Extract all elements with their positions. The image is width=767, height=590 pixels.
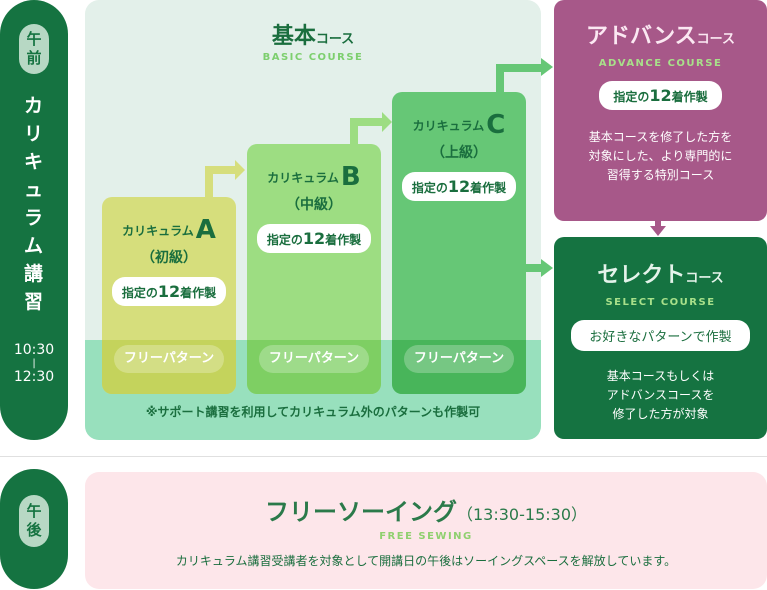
basic-course-subtitle: BASIC COURSE: [262, 52, 364, 63]
description-line: 習得する特別コース: [606, 168, 715, 182]
free-sewing-title-main: フリーソーイング: [265, 498, 457, 526]
support-lecture-note: ※サポート講習を利用してカリキュラム外のパターンも作製可: [145, 405, 481, 419]
basic-course-title-suffix: コース: [315, 32, 355, 47]
chip-num: 12: [447, 177, 471, 196]
chip-num: 12: [302, 229, 326, 248]
select-course-description: 基本コースもしくは アドバンスコースを 修了した方が対象: [554, 367, 767, 424]
chip-post: 着作製: [470, 181, 507, 195]
chip-pre: 指定の: [411, 181, 448, 195]
advance-course-title: アドバンスコース: [554, 0, 767, 50]
section-divider: [0, 456, 767, 457]
time-start: 10:30: [13, 342, 55, 358]
morning-time: 10:30 | 12:30: [0, 342, 68, 386]
favorite-pattern-chip: お好きなパターンで作製: [571, 320, 750, 351]
chip-pre: 指定の: [121, 286, 158, 300]
curriculum-c-card: カリキュラムC （上級） 指定の12着作製 フリーパターン: [392, 92, 526, 394]
select-course-card: セレクトコース SELECT COURSE お好きなパターンで作製 基本コースも…: [554, 237, 767, 439]
description-line: 修了した方が対象: [612, 407, 709, 421]
arrow-to-select-head-icon: [541, 259, 553, 277]
curriculum-letter: C: [486, 110, 506, 140]
select-course-subtitle: SELECT COURSE: [605, 297, 716, 308]
chip-post: 着作製: [671, 90, 708, 104]
morning-tag-text: 午前: [26, 30, 42, 67]
advance-course-description: 基本コースを修了した方を 対象にした、より専門的に 習得する特別コース: [554, 128, 767, 185]
title-char: 習: [23, 291, 44, 313]
chip-post: 着作製: [180, 286, 217, 300]
progression-arrows: [205, 64, 541, 198]
designated-12-chip: 指定の12着作製: [599, 81, 722, 110]
afternoon-tag: 午 後: [19, 495, 49, 547]
free-sewing-panel: フリーソーイング（13:30-15:30） FREE SEWING カリキュラム…: [85, 472, 767, 589]
advance-course-card: アドバンスコース ADVANCE COURSE 指定の12着作製 基本コースを修…: [554, 0, 767, 221]
curriculum-b-card: カリキュラムB （中級） 指定の12着作製 フリーパターン: [247, 144, 381, 394]
description-line: 対象にした、より専門的に: [588, 149, 733, 163]
title-char: リ: [23, 123, 44, 145]
title-char: キ: [23, 151, 44, 173]
title-char: カ: [23, 95, 44, 117]
free-sewing-subtitle: FREE SEWING: [379, 531, 473, 542]
morning-tag: 午前: [19, 24, 49, 74]
designated-12-chip: 指定の12着作製: [256, 224, 372, 253]
afternoon-tag-bottom: 後: [26, 521, 42, 539]
free-pattern-badge: フリーパターン: [404, 345, 514, 373]
description-line: アドバンスコースを: [606, 388, 715, 402]
description-line: 基本コースもしくは: [606, 369, 715, 383]
curriculum-letter: A: [195, 215, 216, 245]
basic-course-title: 基本コース: [85, 18, 541, 50]
title-char: ラ: [23, 207, 44, 229]
arrow-advance-to-select: [650, 221, 666, 236]
title-char: ュ: [23, 179, 44, 201]
curriculum-lecture-title: カ リ キ ュ ラ ム 講 習: [0, 92, 68, 316]
title-char: 講: [23, 263, 44, 285]
curriculum-prefix: カリキュラム: [267, 171, 339, 185]
free-sewing-description: カリキュラム講習受講者を対象として開講日の午後はソーイングスペースを解放していま…: [175, 554, 677, 568]
arrow-b-to-c-icon: [350, 112, 392, 146]
free-sewing-time: （13:30-15:30）: [457, 505, 587, 524]
curriculum-a-name: カリキュラムA: [102, 215, 236, 245]
free-pattern-badge: フリーパターン: [114, 345, 224, 373]
select-course-title-suffix: コース: [685, 271, 724, 286]
arrow-c-to-select: [526, 264, 546, 272]
afternoon-tag-top: 午: [26, 502, 42, 520]
curriculum-c-overlay: [392, 340, 526, 394]
arrow-a-to-b-icon: [205, 160, 245, 198]
curriculum-b-overlay: [247, 340, 381, 394]
select-course-title: セレクトコース: [554, 237, 767, 289]
advance-course-title-main: アドバンス: [585, 24, 697, 49]
select-course-title-main: セレクト: [597, 263, 686, 288]
basic-course-title-main: 基本: [271, 24, 316, 49]
curriculum-a-overlay: [102, 340, 236, 394]
arrow-down-icon: [650, 226, 666, 236]
free-pattern-badge: フリーパターン: [259, 345, 369, 373]
curriculum-b-name: カリキュラムB: [247, 162, 381, 192]
curriculum-level: （中級）: [286, 197, 342, 213]
curriculum-prefix: カリキュラム: [122, 224, 194, 238]
arrow-to-advance-head-icon: [541, 58, 553, 76]
arrow-c-to-select-shaft-icon: [526, 264, 546, 272]
description-line: 基本コースを修了した方を: [588, 130, 733, 144]
advance-course-title-suffix: コース: [696, 32, 736, 47]
curriculum-a-card: カリキュラムA （初級） 指定の12着作製 フリーパターン: [102, 197, 236, 394]
free-sewing-title: フリーソーイング（13:30-15:30）: [85, 472, 767, 527]
chip-pre: 指定の: [266, 233, 303, 247]
time-separator: |: [32, 358, 36, 369]
chip-num: 12: [649, 86, 672, 105]
advance-course-subtitle: ADVANCE COURSE: [598, 58, 723, 69]
chip-post: 着作製: [325, 233, 362, 247]
afternoon-label-pill: 午 後: [0, 469, 68, 589]
curriculum-letter: B: [340, 162, 361, 192]
curriculum-level: （初級）: [141, 250, 197, 266]
chip-num: 12: [157, 282, 181, 301]
time-end: 12:30: [13, 369, 55, 385]
designated-12-chip: 指定の12着作製: [401, 172, 517, 201]
curriculum-c-name: カリキュラムC: [392, 110, 526, 140]
curriculum-prefix: カリキュラム: [412, 119, 485, 133]
title-char: ム: [23, 235, 44, 257]
basic-course-panel: 基本コース BASIC COURSE カリキュラムA （初級） 指定の12着作製…: [85, 0, 541, 440]
chip-pre: 指定の: [613, 90, 650, 104]
curriculum-level: （上級）: [431, 145, 487, 161]
arrow-c-to-advance-icon: [496, 64, 541, 94]
morning-label-pill: 午前 カ リ キ ュ ラ ム 講 習 10:30 | 12:30: [0, 0, 68, 440]
designated-12-chip: 指定の12着作製: [111, 277, 227, 306]
